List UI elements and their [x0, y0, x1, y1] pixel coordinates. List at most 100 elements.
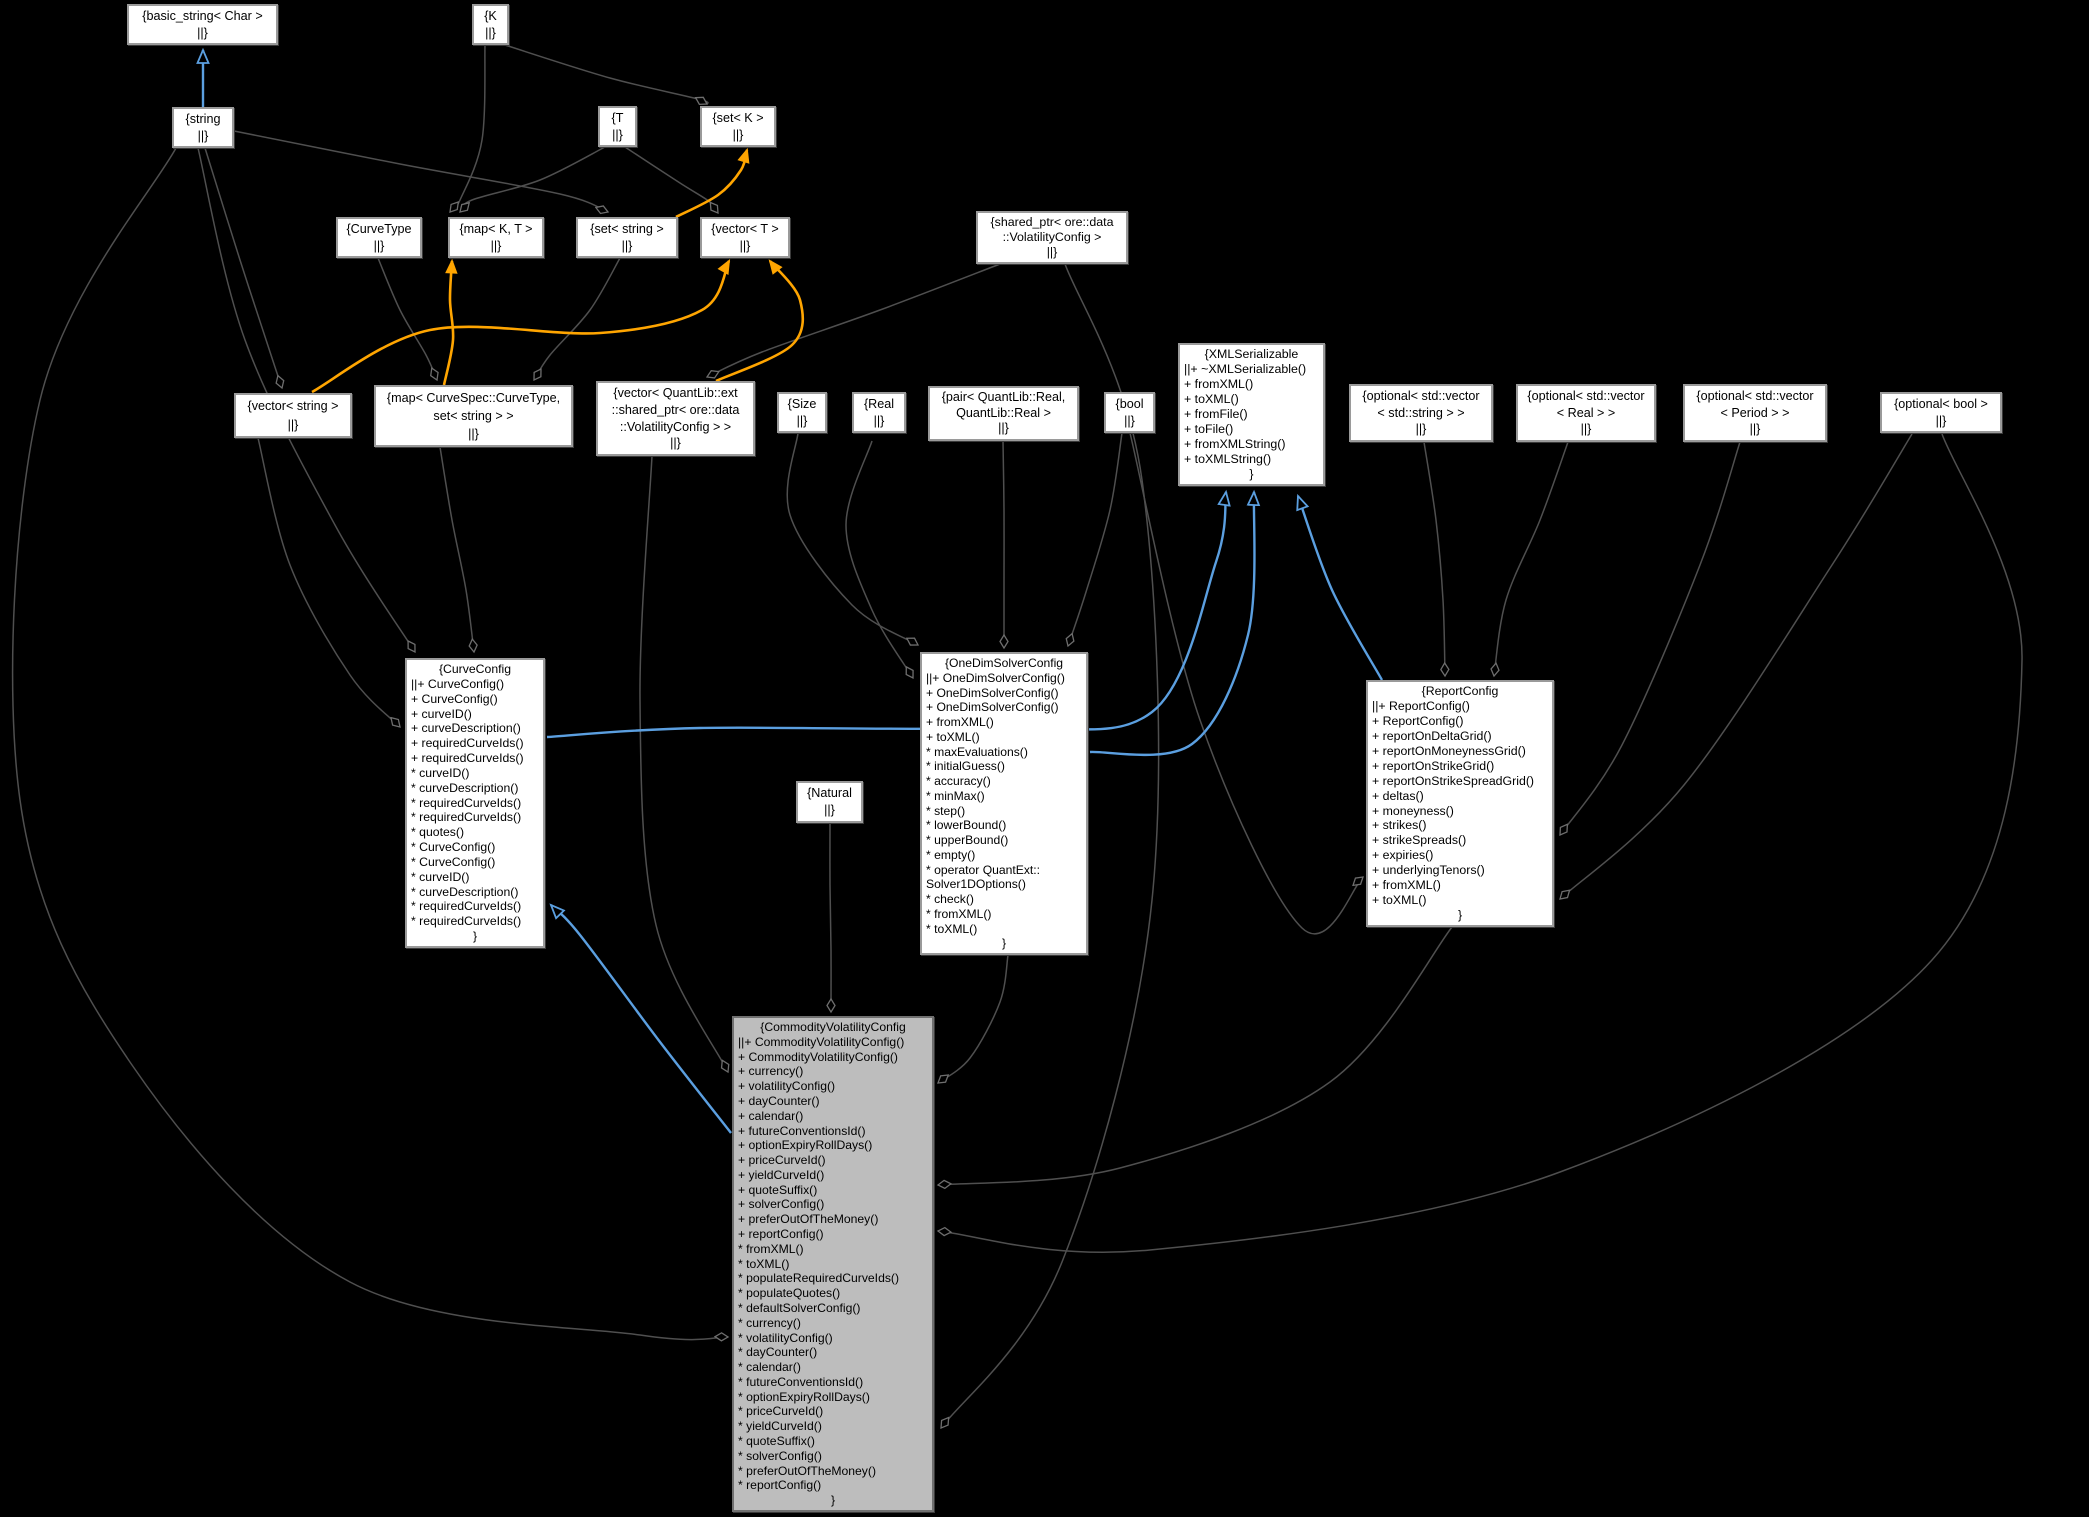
- class-title: {Size: [787, 397, 817, 411]
- class-title: {vector< QuantLib::ext: [613, 386, 738, 400]
- class-title: {CurveConfig: [438, 661, 512, 676]
- node-curve-type[interactable]: {CurveType||}: [336, 217, 422, 258]
- class-title: {Real: [863, 397, 895, 411]
- node-string[interactable]: {string||}: [172, 107, 234, 148]
- class-member: * check(): [926, 892, 974, 906]
- class-member: + reportOnDeltaGrid(): [1372, 728, 1492, 743]
- class-member: ||}: [1935, 413, 1947, 428]
- class-member: ||}: [1046, 245, 1058, 259]
- edge-aggregate-opt-bool-to-commodity-volatility-config: [938, 433, 2023, 1253]
- node-vector-string[interactable]: {vector< string > ||}: [234, 393, 352, 438]
- node-curve-config[interactable]: {CurveConfig||+ CurveConfig()+ CurveConf…: [405, 658, 545, 948]
- class-member: * toXML(): [926, 921, 978, 936]
- node-set-string[interactable]: {set< string >||}: [576, 217, 678, 258]
- edge-template-map-curvespec-to-map-kt: [442, 258, 458, 386]
- class-member: + toXML(): [926, 729, 980, 744]
- node-natural[interactable]: {Natural ||}: [796, 781, 863, 823]
- class-member: + strikeSpreads(): [1372, 833, 1467, 848]
- class-member: + toFile(): [1184, 422, 1234, 436]
- class-member: * CurveConfig(): [411, 854, 496, 869]
- class-member: ||}: [824, 803, 835, 817]
- edge-aggregate-bool-to-report-config: [1129, 432, 1363, 935]
- node-basic-string[interactable]: {basic_string< Char >||}: [127, 4, 278, 45]
- class-member: + fromXML(): [926, 715, 994, 729]
- class-member: * requiredCurveIds(): [411, 810, 522, 825]
- node-map-curvespec[interactable]: {map< CurveSpec::CurveType,set< string >…: [374, 385, 573, 447]
- class-member: + dayCounter(): [738, 1094, 820, 1109]
- class-member: ||}: [490, 238, 502, 253]
- edge-aggregate-natural-to-commodity-volatility-config: [830, 822, 831, 1012]
- class-member: + requiredCurveIds(): [411, 751, 524, 766]
- class-member: ||}: [873, 413, 885, 428]
- node-shared-ptr[interactable]: {shared_ptr< ore::data::VolatilityConfig…: [976, 211, 1128, 264]
- class-title: {set< K >: [712, 111, 764, 125]
- class-title: {vector< string >: [247, 399, 339, 413]
- node-bool[interactable]: {bool||}: [1104, 392, 1155, 433]
- class-member: ||}: [739, 238, 751, 253]
- class-member: ||}: [197, 25, 208, 40]
- class-member: * requiredCurveIds(): [411, 899, 522, 914]
- node-opt-vec-string[interactable]: {optional< std::vector< std::string > >|…: [1349, 384, 1493, 442]
- edge-aggregate-map-curvespec-to-curve-config: [439, 446, 474, 652]
- node-report-config[interactable]: {ReportConfig||+ ReportConfig()+ ReportC…: [1366, 680, 1554, 927]
- class-member: + curveDescription(): [411, 721, 521, 736]
- class-member: < Real > >: [1556, 405, 1616, 420]
- edge-aggregate-k-to-set-k: [504, 44, 709, 104]
- class-member: * requiredCurveIds(): [411, 914, 522, 929]
- class-member: * populateQuotes(): [738, 1286, 841, 1301]
- class-title: {CurveType: [346, 222, 412, 236]
- node-set-k[interactable]: {set< K >||}: [700, 106, 776, 147]
- class-title: {vector< T >: [711, 222, 779, 236]
- node-xml-serializable[interactable]: {XMLSerializable||+ ~XMLSerializable()+ …: [1178, 343, 1325, 486]
- class-member: ||}: [287, 417, 299, 432]
- class-member: + toXMLString(): [1184, 452, 1272, 466]
- edge-inherit-commodity-volatility-config-to-curve-config: [549, 903, 732, 1134]
- class-member: * empty(): [926, 847, 976, 862]
- node-opt-vec-real[interactable]: {optional< std::vector< Real > >||}: [1516, 384, 1656, 442]
- class-member: + toXML(): [1184, 392, 1239, 406]
- node-vector-t[interactable]: {vector< T > ||}: [700, 217, 790, 258]
- node-size[interactable]: {Size||}: [777, 392, 827, 433]
- node-opt-bool[interactable]: {optional< bool >||}: [1880, 392, 2002, 433]
- class-member: * requiredCurveIds(): [411, 795, 522, 810]
- class-member: * reportConfig(): [738, 1478, 822, 1493]
- node-one-dim-solver[interactable]: {OneDimSolverConfig||+ OneDimSolverConfi…: [920, 652, 1088, 955]
- class-member: * curveDescription(): [411, 780, 519, 795]
- edge-aggregate-bool-to-one-dim-solver: [1068, 432, 1123, 646]
- class-member: * curveID(): [411, 869, 470, 884]
- class-title: {optional< std::vector: [1696, 388, 1814, 403]
- class-member: + optionExpiryRollDays(): [738, 1138, 873, 1153]
- node-opt-vec-period[interactable]: {optional< std::vector< Period > >||}: [1683, 384, 1827, 442]
- class-member: }: [1457, 908, 1463, 923]
- class-member: * currency(): [738, 1315, 801, 1330]
- class-member: ::VolatilityConfig >: [1002, 230, 1102, 244]
- class-member: ||+ ReportConfig(): [1372, 698, 1470, 713]
- class-member: * fromXML(): [738, 1241, 804, 1256]
- node-pair-real[interactable]: {pair< QuantLib::Real,QuantLib::Real >||…: [928, 386, 1079, 441]
- edge-aggregate-shared-ptr-to-vector-ql: [707, 263, 1001, 377]
- class-title: {pair< QuantLib::Real,: [941, 389, 1066, 404]
- class-member: * futureConventionsId(): [738, 1374, 864, 1389]
- class-member: ||+ CurveConfig(): [411, 676, 505, 691]
- node-commodity-volatility-config[interactable]: {CommodityVolatilityConfig||+ CommodityV…: [732, 1016, 934, 1512]
- node-k[interactable]: {K||}: [472, 4, 509, 45]
- node-t[interactable]: {T||}: [598, 106, 637, 147]
- class-member: * fromXML(): [926, 906, 992, 921]
- node-vector-ql[interactable]: {vector< QuantLib::ext::shared_ptr< ore:…: [596, 381, 755, 456]
- class-member: * CurveConfig(): [411, 840, 496, 855]
- class-member: + fromXML(): [1372, 878, 1441, 893]
- edge-template-set-string-to-set-k: [675, 147, 750, 219]
- node-map-kt[interactable]: {map< K, T >||}: [448, 217, 544, 258]
- class-member: ||}: [1749, 422, 1761, 437]
- class-title: {set< string >: [590, 222, 664, 236]
- class-title: {optional< std::vector: [1362, 388, 1480, 403]
- class-member: ||}: [1415, 422, 1427, 437]
- class-member: + CommodityVolatilityConfig(): [738, 1049, 898, 1064]
- class-title: {Natural: [807, 786, 852, 800]
- class-member: + volatilityConfig(): [738, 1079, 836, 1094]
- class-title: {ReportConfig: [1421, 684, 1499, 698]
- class-member: + requiredCurveIds(): [411, 736, 524, 751]
- class-member: ||}: [485, 25, 496, 40]
- node-real[interactable]: {Real ||}: [852, 392, 906, 433]
